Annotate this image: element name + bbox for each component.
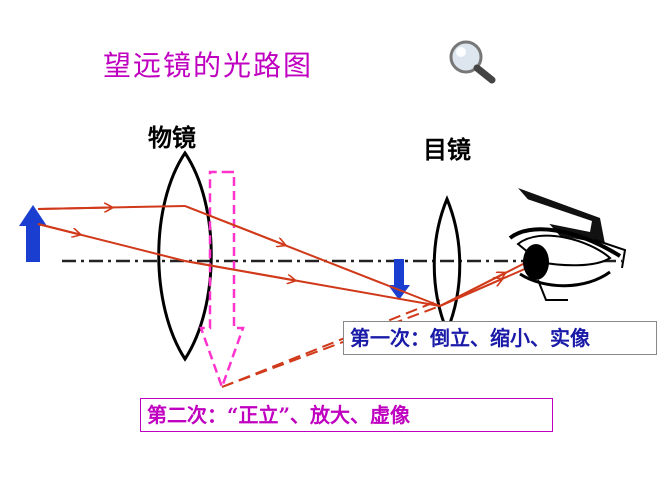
second-image-note: 第二次：“正立”、放大、虚像 — [140, 398, 553, 432]
light-rays — [37, 206, 528, 388]
objective-lens-label: 物镜 — [148, 123, 196, 152]
object-arrow — [19, 205, 47, 262]
page-title: 望远镜的光路图 — [103, 49, 314, 82]
virtual-image-arrow — [199, 170, 245, 391]
objective-lens — [157, 150, 213, 362]
second-image-note-text: 第二次：“正立”、放大、虚像 — [147, 403, 411, 427]
magnifier-icon — [449, 40, 496, 84]
eye-icon — [508, 188, 627, 301]
eyepiece-lens-label: 目镜 — [423, 135, 471, 164]
first-image-note-text: 第一次：倒立、缩小、实像 — [350, 326, 590, 350]
first-image-note: 第一次：倒立、缩小、实像 — [343, 321, 657, 355]
eyepiece-lens — [432, 195, 462, 335]
